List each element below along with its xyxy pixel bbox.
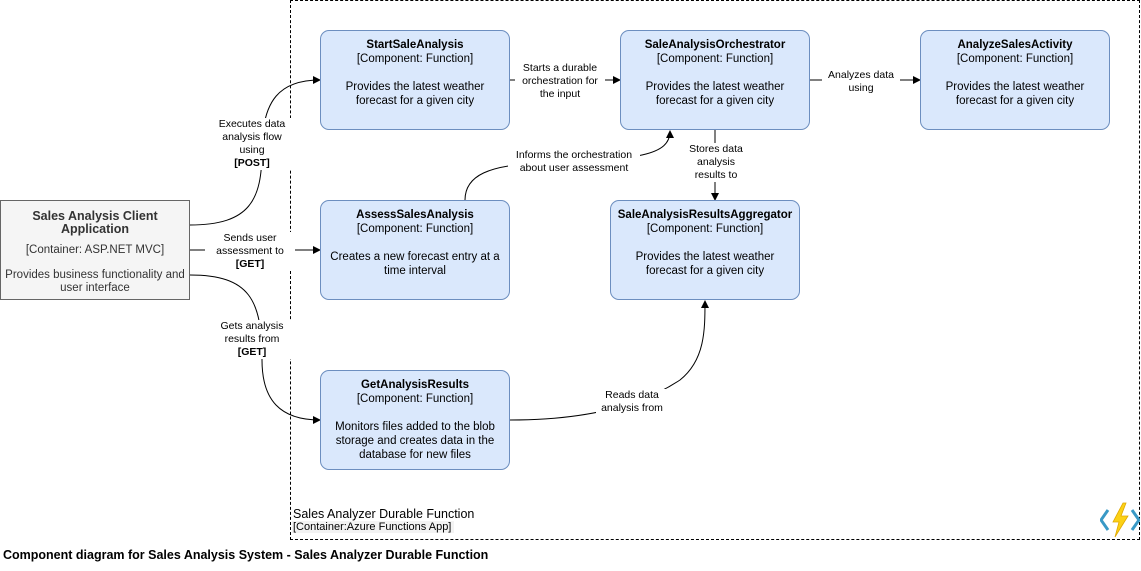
edge-gets	[189, 274, 321, 424]
edge-label-starts: Starts a durable orchestration for the i…	[515, 62, 605, 101]
azure-functions-icon	[1100, 502, 1140, 538]
component-assess-sales-analysis[interactable]: AssessSalesAnalysis [Component: Function…	[320, 200, 510, 300]
edge-label-text: Executes data analysis flow using	[218, 118, 286, 156]
edge-label-text: Reads data analysis from	[601, 389, 663, 414]
diagram-caption: Component diagram for Sales Analysis Sys…	[3, 548, 489, 562]
edge-label-text: Sends user assessment to	[216, 232, 284, 257]
component-type: [Component: Function]	[356, 53, 474, 65]
edge-label-tech: [GET]	[235, 258, 265, 270]
edge-label-executes: Executes data analysis flow using [POST]	[212, 118, 292, 170]
component-description: Creates a new forecast entry at a time i…	[330, 251, 500, 277]
component-sale-analysis-orchestrator[interactable]: SaleAnalysisOrchestrator [Component: Fun…	[620, 30, 810, 130]
client-name: Sales Analysis Client Application	[32, 209, 158, 236]
edge-label-stores: Stores data analysis results to	[681, 143, 751, 182]
component-name: AssessSalesAnalysis	[356, 209, 474, 221]
component-analyze-sales-activity[interactable]: AnalyzeSalesActivity [Component: Functio…	[920, 30, 1110, 130]
component-description: Monitors files added to the blob storage…	[335, 421, 495, 461]
edge-label-tech: [GET]	[237, 346, 267, 358]
client-application-node[interactable]: Sales Analysis Client Application [Conta…	[0, 200, 190, 300]
edge-label-tech: [POST]	[234, 157, 270, 169]
client-type: [Container: ASP.NET MVC]	[25, 244, 165, 256]
edge-label-informs: Informs the orchestration about user ass…	[508, 149, 640, 175]
component-type: [Component: Function]	[356, 393, 474, 405]
boundary-subtitle: [Container:Azure Functions App]	[292, 521, 455, 533]
edge-label-text: Stores data analysis results to	[689, 143, 743, 181]
edge-label-sends: Sends user assessment to [GET]	[205, 232, 295, 271]
component-description: Provides the latest weather forecast for…	[635, 251, 775, 277]
edge-label-analyzes: Analyzes data using	[822, 69, 900, 95]
component-type: [Component: Function]	[356, 223, 474, 235]
edge-label-reads: Reads data analysis from	[596, 389, 668, 415]
edge-label-text: Analyzes data using	[828, 69, 894, 94]
component-get-analysis-results[interactable]: GetAnalysisResults [Component: Function]…	[320, 370, 510, 470]
component-name: SaleAnalysisOrchestrator	[644, 39, 786, 51]
edge-label-text: Starts a durable orchestration for the i…	[522, 62, 598, 100]
edge-label-gets: Gets analysis results from [GET]	[212, 320, 292, 359]
client-description: Provides business functionality and user…	[5, 269, 185, 294]
component-name: StartSaleAnalysis	[366, 39, 464, 51]
component-type: [Component: Function]	[646, 223, 764, 235]
component-type: [Component: Function]	[656, 53, 774, 65]
boundary-title: Sales Analyzer Durable Function	[293, 507, 475, 521]
component-name: GetAnalysisResults	[360, 379, 469, 391]
component-description: Provides the latest weather forecast for…	[945, 81, 1085, 107]
component-name: SaleAnalysisResultsAggregator	[617, 209, 793, 221]
component-type: [Component: Function]	[956, 53, 1074, 65]
component-start-sale-analysis[interactable]: StartSaleAnalysis [Component: Function] …	[320, 30, 510, 130]
component-sale-analysis-results-aggregator[interactable]: SaleAnalysisResultsAggregator [Component…	[610, 200, 800, 300]
edge-label-text: Gets analysis results from	[220, 320, 284, 345]
edge-reads	[509, 300, 709, 421]
component-description: Provides the latest weather forecast for…	[345, 81, 485, 107]
edge-label-text: Informs the orchestration about user ass…	[515, 149, 633, 174]
component-name: AnalyzeSalesActivity	[957, 39, 1073, 51]
component-description: Provides the latest weather forecast for…	[645, 81, 785, 107]
